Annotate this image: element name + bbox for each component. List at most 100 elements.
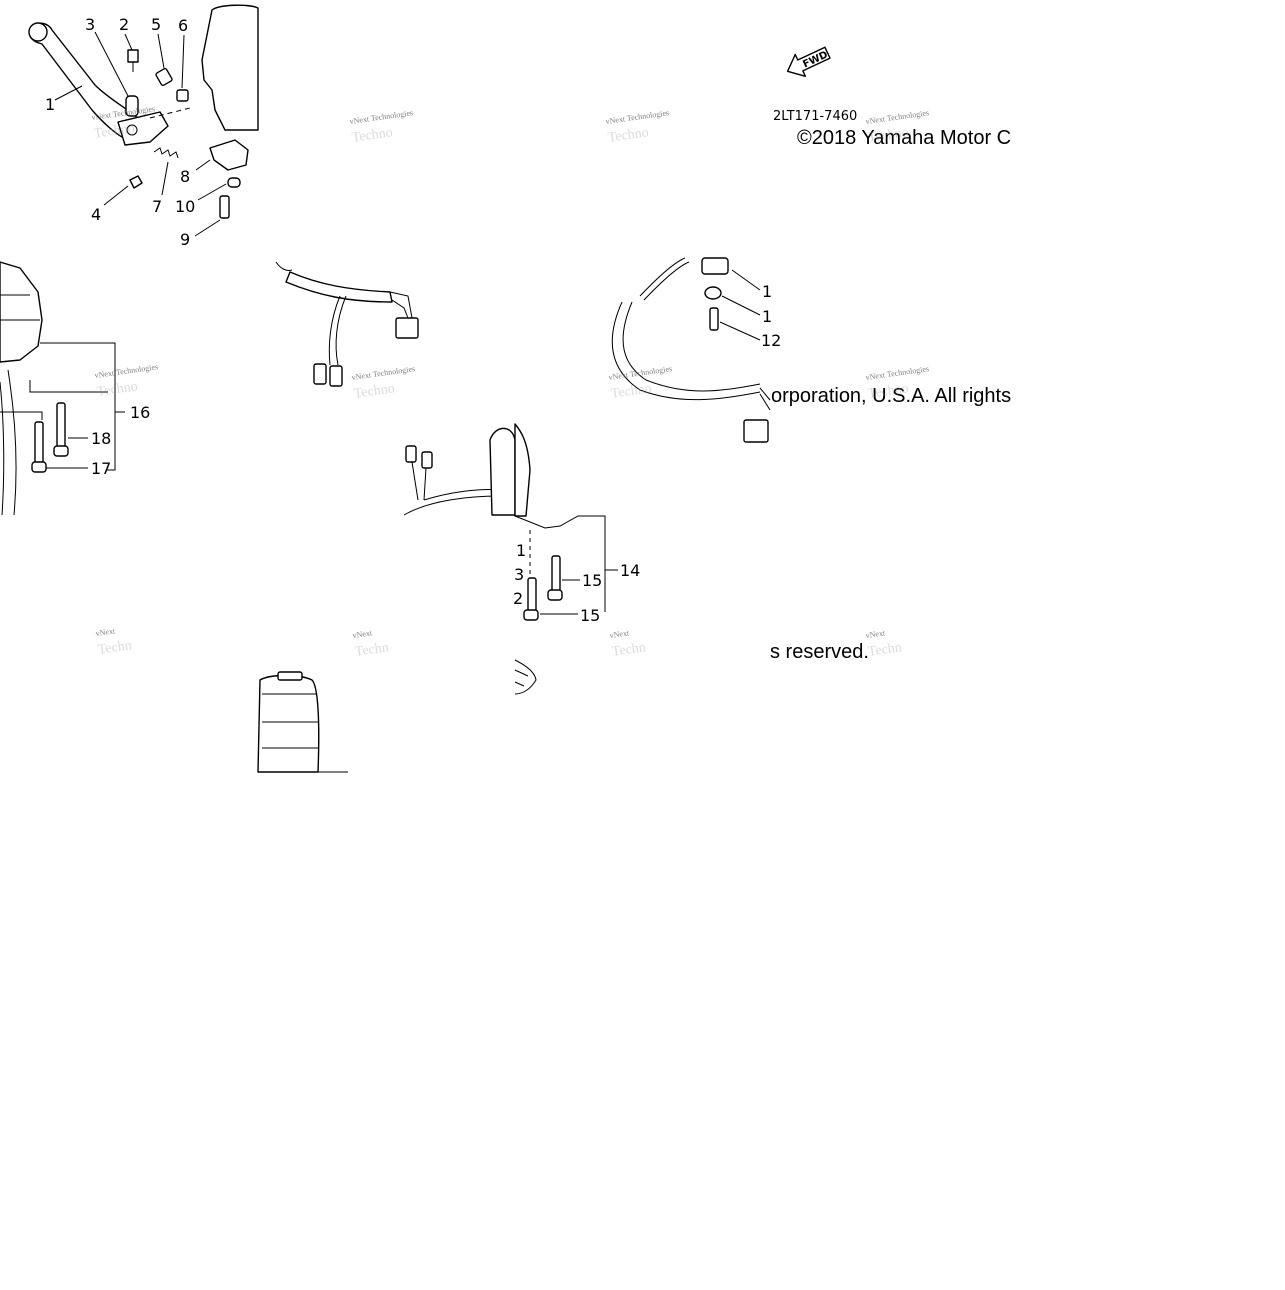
- callout-17: 17: [91, 459, 111, 478]
- tile-harness-right: 1 1 12: [611, 257, 781, 443]
- tile-left-switch: 16 18 17: [0, 261, 150, 516]
- watermark-text: vNext: [609, 628, 630, 640]
- fwd-arrow: FWD: [786, 46, 831, 77]
- callout-18: 18: [91, 429, 111, 448]
- wires-right: [759, 387, 771, 411]
- cable-top: [639, 257, 690, 301]
- callout-13: 12: [761, 331, 781, 350]
- screw-15a: [551, 555, 561, 593]
- screw-13: [709, 307, 719, 331]
- watermark-text: vNext Technologies: [94, 362, 159, 380]
- connector-2: [313, 363, 327, 385]
- watermark-faint: Techno: [351, 125, 394, 146]
- copyright-line-2: orporation, U.S.A. All rights: [771, 385, 1011, 407]
- branch-wires: [328, 295, 347, 366]
- bolt-2-head: [127, 49, 139, 63]
- watermark-faint: Techn: [611, 640, 647, 660]
- harness-wires: [389, 291, 413, 319]
- master-cylinder: [201, 4, 259, 131]
- watermark-text: vNext Technologies: [351, 364, 416, 382]
- watermark-faint: Techno: [353, 381, 396, 402]
- throttle-cable: [403, 489, 501, 516]
- watermark-text: vNext Technologies: [605, 108, 670, 126]
- terminal-b: [421, 451, 433, 469]
- switch-8: [209, 139, 249, 171]
- watermark-text: vNext: [95, 626, 116, 638]
- pivot-hole: [126, 124, 138, 136]
- callout-7: 7: [152, 197, 162, 216]
- watermark-text: vNext: [352, 628, 373, 640]
- callout-4: 4: [91, 205, 101, 224]
- tile-header: FWD 2LT171-7460 ©2018 Yamaha Motor C: [773, 46, 1011, 149]
- connector-right: [743, 419, 769, 443]
- connector-3: [329, 365, 343, 387]
- nut-6: [176, 89, 189, 102]
- copyright-line-3: s reserved.: [770, 641, 869, 663]
- tile-throttle-top: [403, 427, 516, 516]
- terminal-wires: [411, 461, 427, 501]
- watermark-text: vNext Technologies: [865, 108, 930, 126]
- screw-18: [56, 402, 66, 450]
- watermark-faint: Techno: [607, 125, 650, 146]
- watermark-faint: Techno: [867, 125, 910, 146]
- callout-6: 6: [178, 16, 188, 35]
- watermark-faint: Techn: [97, 638, 133, 658]
- callout-1: 1: [45, 95, 55, 114]
- switch-11: [701, 257, 729, 275]
- callout-8: 8: [180, 167, 190, 186]
- assembly-line: [149, 107, 191, 119]
- nut-4: [129, 175, 143, 189]
- washer-12: [704, 286, 722, 300]
- cable-loop: [611, 301, 761, 401]
- watermark-text: vNext Technologies: [865, 364, 930, 382]
- callout-9: 9: [180, 230, 190, 249]
- watermark-faint: Techn: [867, 640, 903, 660]
- collar-3: [125, 95, 139, 117]
- harness-sheath: [285, 271, 393, 303]
- grip-edge: [514, 659, 537, 695]
- handlebar-line-2: [0, 381, 5, 516]
- callout-3: 3: [85, 15, 95, 34]
- handlebar-line: [7, 369, 17, 516]
- watermark-faint: Techno: [96, 379, 139, 400]
- callout-15b: 15: [580, 606, 600, 625]
- bracket-14: [514, 515, 606, 612]
- callout-2: 2: [119, 15, 129, 34]
- tile-throttle-screws: 1 3 2 14 15 15: [513, 423, 640, 625]
- tile-grip: [257, 671, 348, 773]
- spring-7: [153, 147, 179, 159]
- callout-14c: 2: [513, 589, 523, 608]
- watermark-faint: Techno: [610, 381, 653, 402]
- watermark-faint: Techno: [93, 121, 136, 142]
- housing-edge: [514, 423, 531, 517]
- screw-15b: [527, 577, 537, 615]
- copyright-line-1: ©2018 Yamaha Motor C: [797, 127, 1011, 149]
- bolt-5: [155, 67, 173, 87]
- callout-12: 1: [762, 307, 772, 326]
- callout-10: 10: [175, 197, 195, 216]
- housing-detail: [0, 294, 40, 321]
- screw-9: [219, 195, 230, 219]
- tile-lever-assembly: 1 2 3 4 5 6 7 8 9 10: [28, 4, 259, 249]
- screw-17: [34, 421, 44, 467]
- connector-1: [395, 317, 419, 339]
- grip-cap: [277, 671, 303, 681]
- callout-14: 14: [620, 561, 640, 580]
- callout-14b: 3: [514, 565, 524, 584]
- handlebar-grip: [257, 674, 320, 773]
- lever-bracket: [117, 111, 169, 146]
- callout-5: 5: [151, 15, 161, 34]
- terminal-a: [405, 445, 417, 463]
- lever-knob: [28, 22, 48, 42]
- part-number: 2LT171-7460: [773, 109, 857, 124]
- wire-end: [275, 261, 293, 271]
- tile-grip-fragment: [514, 659, 537, 695]
- watermark-text: vNext Technologies: [349, 108, 414, 126]
- watermark-text: vNext: [865, 628, 886, 640]
- watermark-faint: Techno: [867, 381, 910, 402]
- watermark-faint: Techn: [354, 640, 390, 660]
- callout-14a: 1: [516, 541, 526, 560]
- throttle-housing: [489, 427, 516, 516]
